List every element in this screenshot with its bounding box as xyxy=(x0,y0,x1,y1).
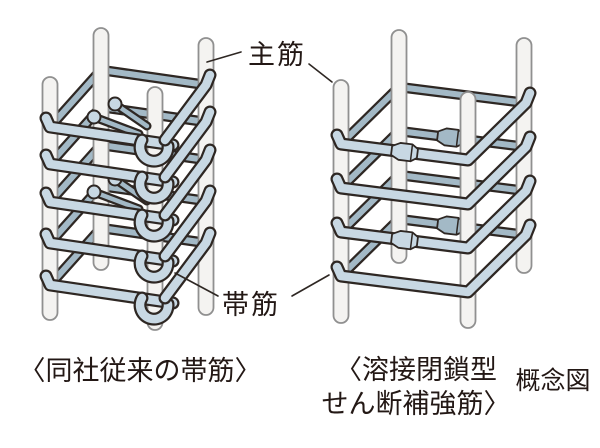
leader-line-hoop-left xyxy=(174,272,219,297)
label-concept-note: 概念図 xyxy=(515,366,590,395)
label-hoop: 帯筋 xyxy=(222,290,280,321)
main-bar xyxy=(332,79,350,324)
caption-welded-line2: せん断補強筋〉 xyxy=(322,389,511,420)
weld-bulge xyxy=(390,230,419,251)
main-bar xyxy=(92,27,110,271)
leader-line-hoop-right xyxy=(291,274,330,297)
conventional-hoop-cage xyxy=(39,27,217,331)
welded-closed-hoop-cage xyxy=(330,29,537,329)
weld-bulge xyxy=(390,142,419,163)
hook-end-cap xyxy=(86,109,102,125)
hook-end-cap xyxy=(107,96,123,112)
leader-line-main-bar-left xyxy=(206,51,242,63)
caption-conventional: 〈同社従来の帯筋〉 xyxy=(19,356,262,387)
hook-end-cap xyxy=(86,184,102,200)
leader-line-main-bar-right xyxy=(308,63,333,83)
caption-welded-line1: 〈溶接閉鎖型 xyxy=(335,355,497,386)
label-main-bar: 主筋 xyxy=(248,40,306,71)
